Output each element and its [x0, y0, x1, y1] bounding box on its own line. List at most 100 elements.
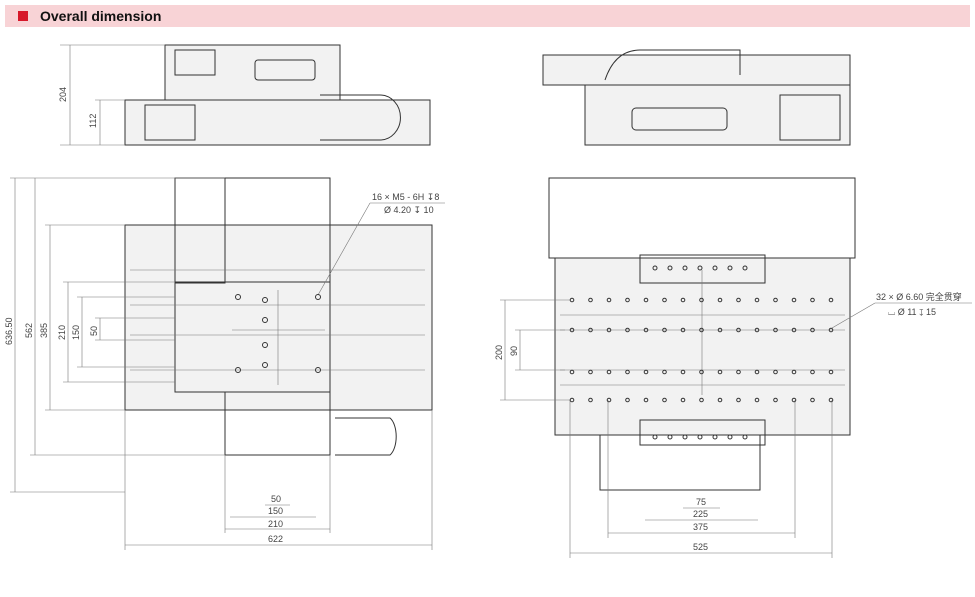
carriage-hole — [682, 265, 688, 271]
mounting-hole — [680, 397, 686, 403]
mounting-hole — [699, 397, 704, 403]
dim-h-525: 525 — [693, 542, 708, 552]
mounting-hole — [588, 297, 593, 303]
section-title: Overall dimension — [40, 8, 162, 24]
carriage-hole — [652, 265, 658, 271]
mounting-hole — [828, 297, 834, 303]
carriage-hole — [727, 434, 733, 440]
carriage-hole — [235, 367, 241, 373]
section-marker-icon — [18, 11, 28, 21]
mounting-hole — [606, 397, 612, 403]
carriage-hole — [667, 265, 673, 271]
dim-h-622: 622 — [268, 534, 283, 544]
carriage-hole — [315, 367, 321, 373]
mounting-hole — [606, 327, 612, 333]
carriage-hole — [235, 294, 241, 300]
dim-150: 150 — [71, 325, 81, 340]
mounting-hole — [717, 369, 723, 375]
carriage-hole — [727, 265, 733, 271]
dim-636-50: 636.50 — [4, 317, 14, 345]
mounting-hole — [625, 327, 630, 333]
mounting-hole — [643, 327, 649, 333]
side-view-left: 204 112 — [58, 44, 431, 146]
carriage-hole — [742, 265, 748, 271]
carriage-hole — [262, 317, 268, 323]
mounting-hole — [643, 297, 649, 303]
dim-562: 562 — [24, 323, 34, 338]
mounting-hole — [680, 369, 686, 375]
mounting-hole — [662, 369, 667, 375]
mounting-hole — [625, 397, 630, 403]
carriage-hole — [262, 297, 268, 303]
mounting-hole — [569, 297, 575, 303]
mounting-hole — [791, 397, 797, 403]
carriage-hole — [742, 434, 748, 440]
carriage-hole — [712, 265, 718, 271]
mounting-hole — [680, 327, 686, 333]
dim-h-210: 210 — [268, 519, 283, 529]
mounting-hole — [662, 327, 667, 333]
mounting-hole — [569, 369, 575, 375]
carriage-hole — [712, 434, 718, 440]
mounting-hole — [606, 297, 612, 303]
mounting-hole — [791, 369, 797, 375]
mounting-hole — [828, 369, 834, 375]
mounting-hole — [810, 369, 815, 375]
dim-90: 90 — [509, 346, 519, 356]
mounting-hole — [736, 397, 741, 403]
mounting-hole — [717, 297, 723, 303]
side-view-right — [542, 49, 851, 146]
carriage-hole — [682, 434, 688, 440]
section-header: Overall dimension — [5, 5, 970, 27]
mounting-hole — [754, 297, 760, 303]
mounting-hole — [717, 327, 723, 333]
mounting-hole — [828, 397, 834, 403]
top-view-right: 200 90 75 225 375 525 32 × Ø 6.60 完全贯穿 ⌴… — [494, 177, 972, 558]
mounting-hole — [736, 297, 741, 303]
mounting-hole — [828, 327, 834, 333]
dim-h-50: 50 — [271, 494, 281, 504]
mounting-hole — [699, 327, 704, 333]
mounting-hole — [699, 297, 704, 303]
mounting-hole — [662, 297, 667, 303]
mounting-hole — [606, 369, 612, 375]
mounting-hole — [625, 297, 630, 303]
mounting-hole — [680, 297, 686, 303]
carriage-hole — [667, 434, 673, 440]
mounting-hole — [588, 397, 593, 403]
dim-50: 50 — [89, 326, 99, 336]
dim-h-225: 225 — [693, 509, 708, 519]
mounting-hole — [810, 297, 815, 303]
mounting-hole — [810, 327, 815, 333]
mounting-hole — [736, 369, 741, 375]
mounting-hole — [588, 327, 593, 333]
dim-112: 112 — [88, 114, 98, 128]
mounting-hole — [773, 397, 778, 403]
mounting-hole — [588, 369, 593, 375]
through-hole-note-line2: ⌴ Ø 11 ↧ 15 — [888, 307, 936, 317]
dim-h-375: 375 — [693, 522, 708, 532]
mounting-hole — [625, 369, 630, 375]
dim-204: 204 — [58, 87, 68, 102]
dim-210: 210 — [57, 325, 67, 340]
mounting-hole — [643, 397, 649, 403]
top-view-left: 636.50 562 385 210 150 50 50 150 210 622… — [4, 177, 445, 550]
mounting-hole — [791, 327, 797, 333]
mounting-hole — [810, 397, 815, 403]
hole-note-line1: 16 × M5 - 6H ↧8 — [372, 192, 439, 202]
mounting-hole — [736, 327, 741, 333]
mounting-hole — [662, 397, 667, 403]
dim-h-75: 75 — [696, 497, 706, 507]
carriage-hole — [697, 434, 703, 440]
mounting-hole — [754, 327, 760, 333]
mounting-hole — [773, 297, 778, 303]
carriage-hole — [652, 434, 658, 440]
dim-385: 385 — [39, 323, 49, 338]
carriage-hole — [697, 265, 703, 271]
through-hole-note-line1: 32 × Ø 6.60 完全贯穿 — [876, 291, 962, 302]
mounting-hole — [643, 369, 649, 375]
carriage-hole — [262, 362, 268, 368]
mounting-hole — [791, 297, 797, 303]
mounting-hole — [773, 327, 778, 333]
